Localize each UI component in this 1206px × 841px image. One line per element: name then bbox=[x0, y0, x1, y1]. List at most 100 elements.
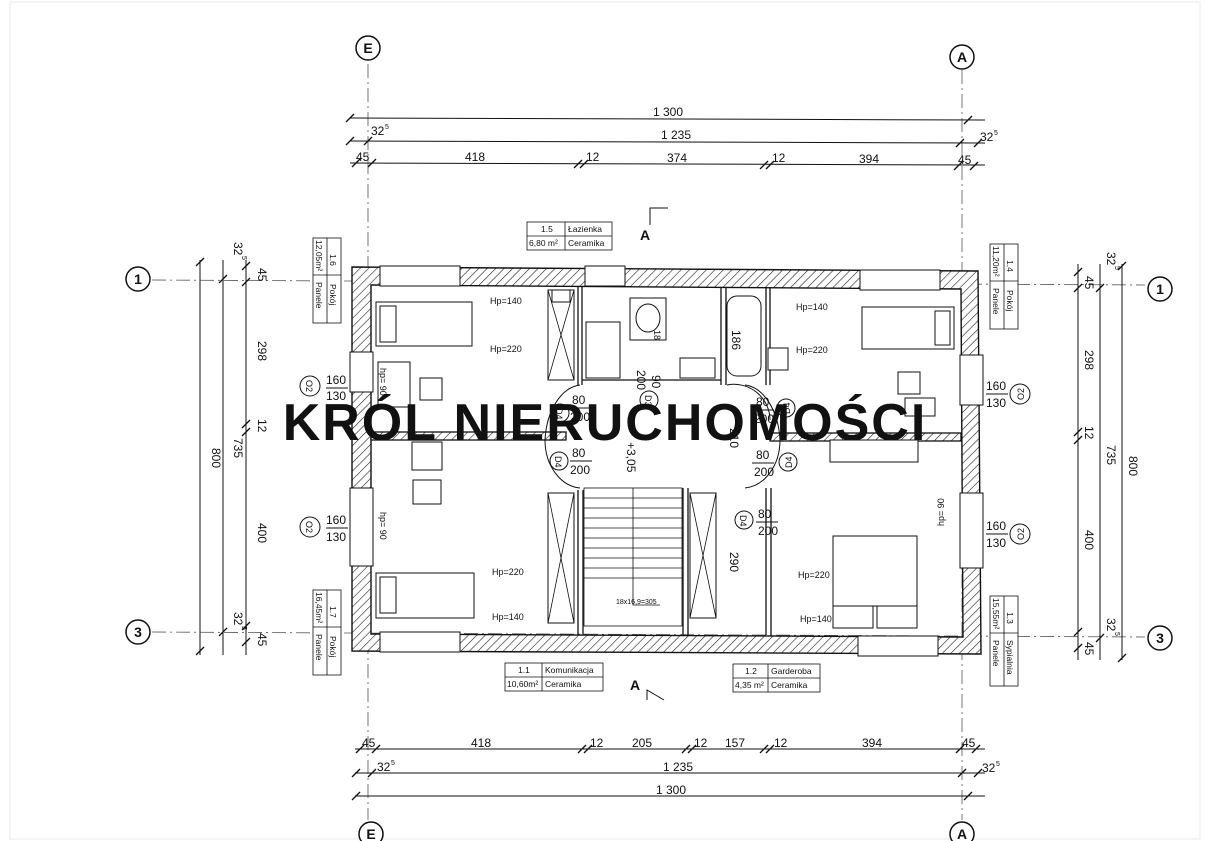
svg-text:Garderoba: Garderoba bbox=[771, 666, 812, 676]
hp140-rt: Hp=140 bbox=[796, 302, 828, 312]
door-d3: D3 bbox=[643, 395, 653, 407]
svg-text:Komunikacja: Komunikacja bbox=[545, 665, 594, 675]
top-seg-5: 394 bbox=[859, 152, 879, 166]
hp220-lt: Hp=220 bbox=[490, 344, 522, 354]
door-b-w: 80 bbox=[572, 446, 586, 460]
axis-marker-a-top bbox=[949, 44, 975, 70]
axis-marker-e-top bbox=[355, 35, 381, 61]
door-d-w: 80 bbox=[756, 448, 770, 462]
hp140-lb: Hp=140 bbox=[492, 612, 524, 622]
hp220-lb: Hp=220 bbox=[492, 567, 524, 577]
svg-text:4,35 m²: 4,35 m² bbox=[735, 680, 764, 690]
svg-text:11,20m²: 11,20m² bbox=[991, 246, 1001, 277]
room-label-1-4: 1.4 11,20m² Pokój Panele bbox=[989, 243, 1019, 330]
right-seg-2: 12 bbox=[1082, 426, 1096, 440]
staircase bbox=[583, 487, 683, 627]
hall-210: 210 bbox=[727, 428, 741, 448]
axis-3-left-label: 3 bbox=[134, 624, 142, 640]
window-o2-left-bottom: O2 bbox=[304, 521, 314, 533]
hp140-rb: Hp=140 bbox=[800, 614, 832, 624]
bottom-seg-7: 394 bbox=[862, 736, 882, 750]
room-label-1-3: 1.3 15,55m² Sypialnia Panele bbox=[989, 595, 1019, 687]
wardrobe-cross-lines bbox=[547, 289, 717, 624]
left-overall-dim: 800 bbox=[209, 448, 223, 468]
svg-text:Panele: Panele bbox=[314, 634, 324, 661]
top-inner-dim: 1 235 bbox=[661, 128, 691, 142]
bottom-offset-left: 32 bbox=[377, 760, 391, 774]
bottom-seg-0: 45 bbox=[362, 736, 376, 750]
svg-text:6,80 m²: 6,80 m² bbox=[529, 238, 558, 248]
svg-text:Pokój: Pokój bbox=[1005, 290, 1015, 311]
section-mark-top: A bbox=[640, 227, 650, 243]
right-offset-bottom-sup: 5 bbox=[1113, 632, 1120, 636]
room-label-1-6: 1.6 12,05m² Pokój Panele bbox=[312, 237, 342, 324]
window-sizes: 160 130 160 130 160 130 160 130 bbox=[326, 373, 1008, 550]
right-seg-3: 400 bbox=[1082, 530, 1096, 550]
left-dimension-texts: 800 735 32 5 32 5 45 298 12 400 45 bbox=[209, 242, 269, 647]
top-seg-4: 12 bbox=[772, 151, 786, 165]
furniture bbox=[375, 289, 955, 629]
left-offset-top-sup: 5 bbox=[240, 256, 247, 260]
door-d4-a: D4 bbox=[554, 408, 564, 420]
svg-text:15,55m²: 15,55m² bbox=[991, 598, 1001, 629]
room-label-1-7: 1.7 16,45m² Pokój Panele bbox=[312, 589, 342, 676]
axis-1-right-label: 1 bbox=[1156, 281, 1164, 297]
height-labels: Hp=140 Hp=220 Hp=140 Hp=220 Hp=220 Hp=14… bbox=[490, 296, 832, 624]
window-hp: hp= 90 hp= 90 hp= 90 bbox=[378, 368, 946, 540]
axis-3-right-label: 3 bbox=[1156, 630, 1164, 646]
axis-a-top-label: A bbox=[957, 49, 967, 65]
axis-e-top-label: E bbox=[363, 40, 372, 56]
svg-text:12,05m²: 12,05m² bbox=[314, 240, 324, 271]
bottom-dimension-texts: 45 418 12 205 12 157 12 394 45 32 5 1 23… bbox=[362, 736, 1000, 797]
annotation-texts: O2 O2 O2 O2 D4 D4 D3 D4 D4 D4 bbox=[304, 380, 1026, 540]
page-border bbox=[9, 1, 1201, 840]
top-seg-3: 374 bbox=[667, 151, 687, 165]
svg-text:Pokój: Pokój bbox=[328, 284, 338, 305]
hp140-lt: Hp=140 bbox=[490, 296, 522, 306]
svg-text:1.6: 1.6 bbox=[328, 254, 338, 266]
top-offset-left-sup: 5 bbox=[385, 124, 389, 131]
wall-windows bbox=[349, 265, 984, 657]
door-e-w: 80 bbox=[758, 507, 772, 521]
win-w-lb: 160 bbox=[326, 513, 346, 527]
svg-text:Ceramika: Ceramika bbox=[771, 680, 808, 690]
hall-290: 290 bbox=[727, 552, 741, 572]
axis-a-bottom-label: A bbox=[957, 826, 967, 841]
left-seg-4: 45 bbox=[255, 633, 269, 647]
svg-text:Ceramika: Ceramika bbox=[545, 679, 582, 689]
svg-text:1.1: 1.1 bbox=[518, 665, 530, 675]
win-w-lt: 160 bbox=[326, 373, 346, 387]
room-label-1-2: 1.2 Garderoba 4,35 m² Ceramika bbox=[732, 663, 821, 693]
top-dimension-texts: 1 300 1 235 32 5 32 5 45 418 12 374 12 3… bbox=[356, 105, 998, 167]
top-offset-left: 32 bbox=[371, 124, 385, 138]
axis-marker-1-left bbox=[125, 266, 151, 292]
bottom-seg-6: 12 bbox=[774, 736, 788, 750]
left-seg-1: 298 bbox=[255, 341, 269, 361]
misc-dims: 186 18 210 290 +3,05 bbox=[624, 330, 743, 572]
door-c-h: 200 bbox=[754, 412, 774, 426]
door-d4-b: D4 bbox=[553, 456, 563, 468]
bottom-seg-3: 205 bbox=[632, 736, 652, 750]
room-label-1-5: 1.5 Łazienka 6,80 m² Ceramika bbox=[526, 221, 613, 251]
win-h-lb: 130 bbox=[326, 530, 346, 544]
bottom-seg-1: 418 bbox=[471, 736, 491, 750]
svg-text:Panele: Panele bbox=[991, 288, 1001, 315]
shower bbox=[585, 321, 621, 379]
axis-marker-3-right bbox=[1147, 625, 1173, 651]
hp220-rt: Hp=220 bbox=[796, 345, 828, 355]
chair-right bbox=[897, 371, 921, 395]
washbasin bbox=[679, 357, 716, 379]
section-mark-bottom: A bbox=[630, 677, 640, 693]
door-d4-e: D4 bbox=[738, 515, 748, 527]
door-a-h: 200 bbox=[570, 410, 590, 424]
win-h-rt: 130 bbox=[986, 396, 1006, 410]
win-w-rt: 160 bbox=[986, 379, 1006, 393]
top-dimension-lines bbox=[345, 113, 986, 171]
right-dimension-texts: 45 298 12 400 45 735 800 32 5 32 5 bbox=[1082, 252, 1140, 656]
door-sizes: 80 200 80 200 90 200 80 200 80 200 80 20… bbox=[570, 370, 778, 538]
room-labels: 1.5 Łazienka 6,80 m² Ceramika 1.1 Komuni… bbox=[312, 221, 1019, 693]
bottom-seg-2: 12 bbox=[590, 736, 604, 750]
axis-marker-e-bottom bbox=[358, 821, 384, 841]
section-marks: A A bbox=[630, 207, 668, 701]
